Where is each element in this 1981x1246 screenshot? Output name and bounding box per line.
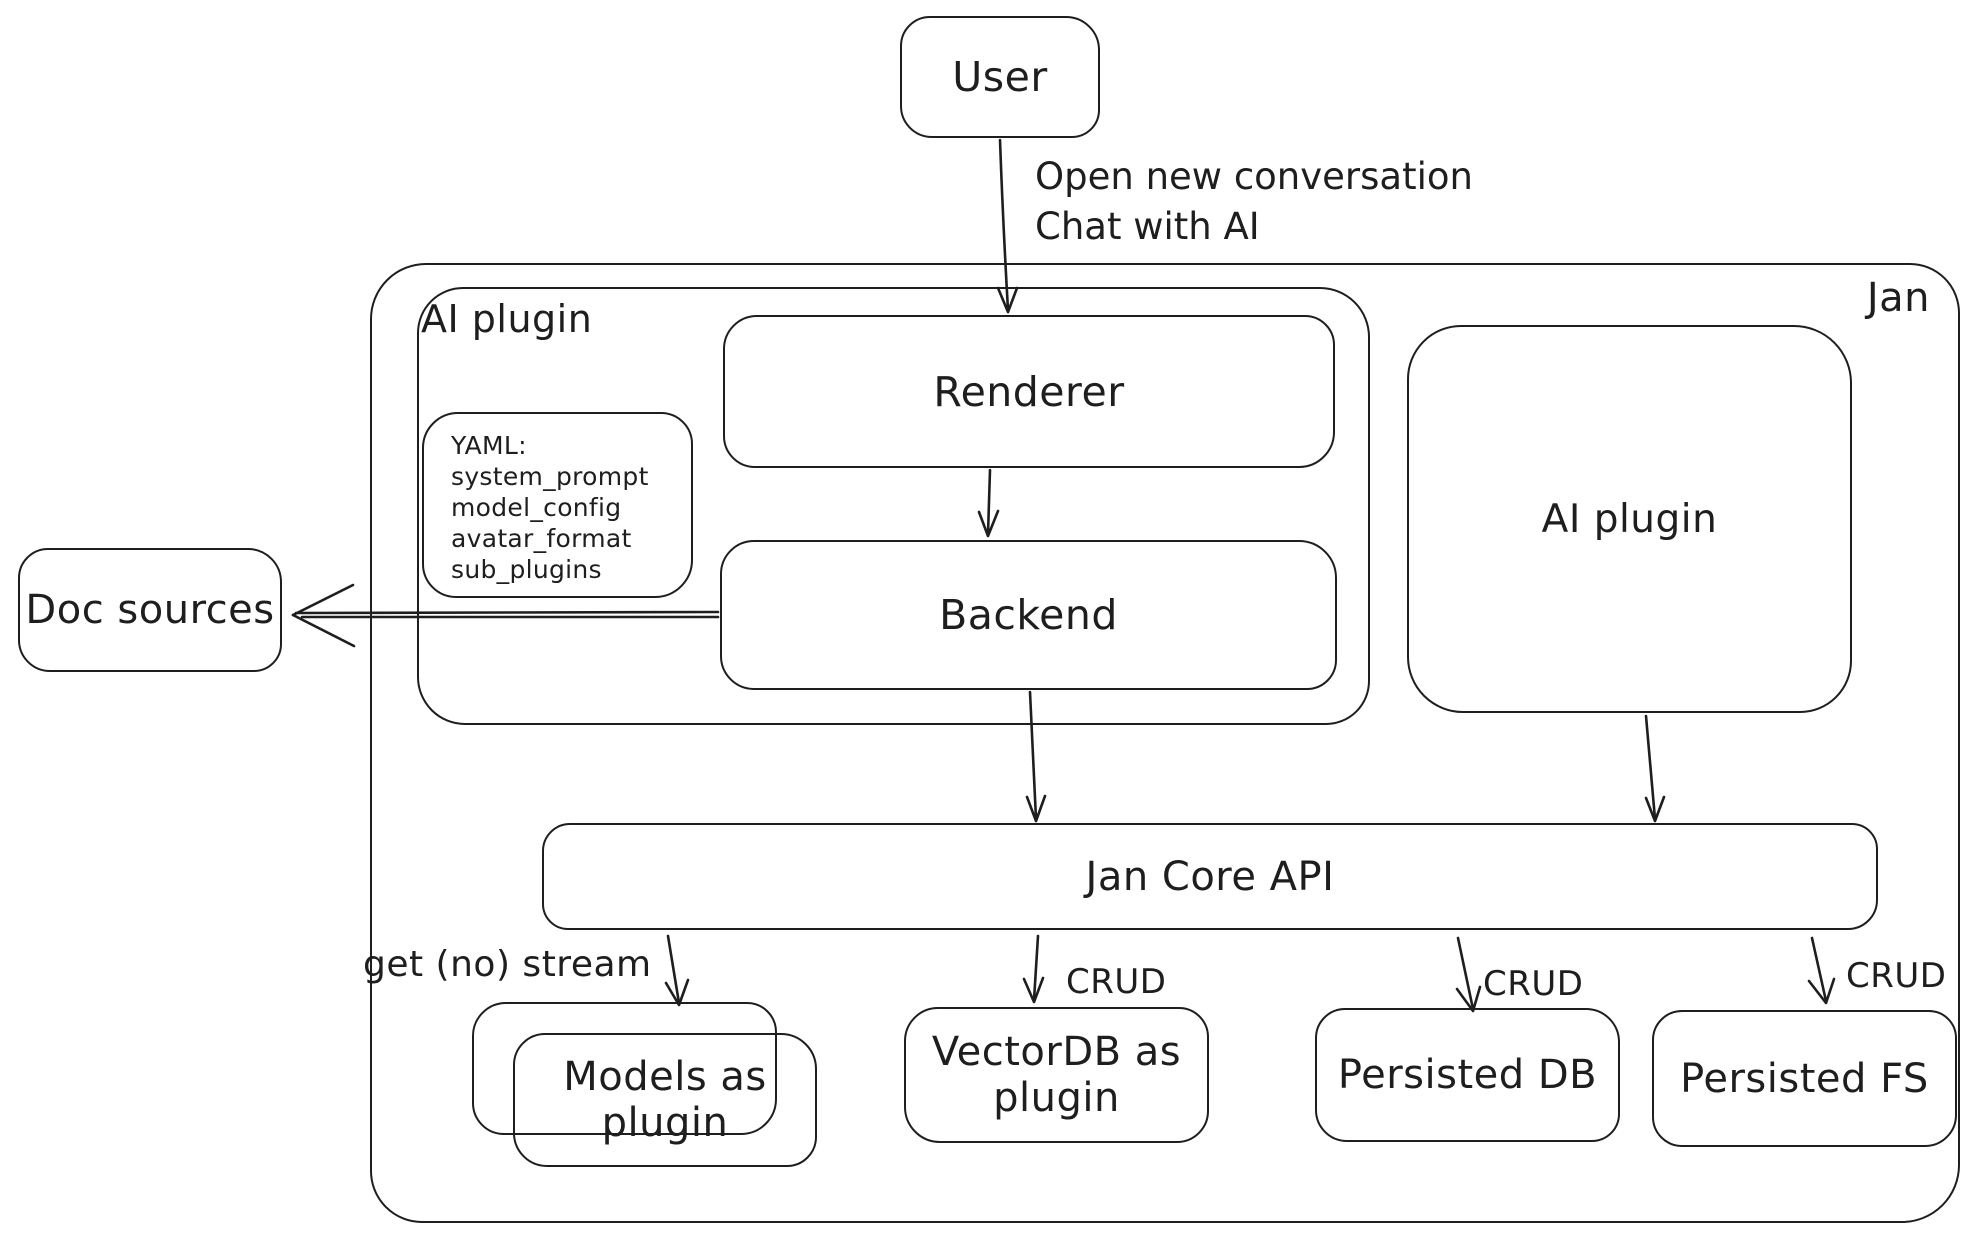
node-user-label: User <box>952 53 1048 101</box>
yaml-note-item: model_config <box>451 493 622 522</box>
node-backend-label: Backend <box>939 591 1118 639</box>
yaml-note-item: sub_plugins <box>451 555 602 584</box>
edge-label-chat-with-ai: Chat with AI <box>1035 205 1260 248</box>
edge-user-renderer-label: Open new conversation Chat with AI <box>1035 152 1473 252</box>
ai-plugin-group-label: AI plugin <box>421 297 593 341</box>
node-vectordb-as-plugin: VectorDB as plugin <box>904 1007 1209 1143</box>
node-jan-core-api-label: Jan Core API <box>1085 853 1335 900</box>
node-persisted-fs-label: Persisted FS <box>1680 1055 1929 1102</box>
node-user: User <box>900 16 1100 138</box>
node-persisted-fs: Persisted FS <box>1652 1010 1957 1147</box>
node-ai-plugin-box-label: AI plugin <box>1541 496 1718 542</box>
node-jan-container: Jan <box>370 263 1960 1223</box>
node-renderer-label: Renderer <box>933 367 1125 416</box>
node-models-as-plugin-back <box>472 1002 777 1135</box>
edge-core-models-label: get (no) stream <box>363 944 652 985</box>
yaml-note-item: system_prompt <box>451 462 649 491</box>
node-ai-plugin-box: AI plugin <box>1407 325 1852 713</box>
node-doc-sources: Doc sources <box>18 548 282 672</box>
node-persisted-db-label: Persisted DB <box>1337 1052 1598 1098</box>
node-doc-sources-label: Doc sources <box>25 587 275 633</box>
jan-container-label: Jan <box>1866 275 1930 321</box>
node-backend: Backend <box>720 540 1337 690</box>
edge-core-vectordb-label: CRUD <box>1066 962 1167 1002</box>
node-models-as-plugin: Models as plugin <box>513 1033 817 1167</box>
yaml-note-item: avatar_format <box>451 524 632 553</box>
edge-label-open-conversation: Open new conversation <box>1035 155 1473 198</box>
node-jan-core-api: Jan Core API <box>542 823 1878 930</box>
yaml-note-title: YAML: <box>451 431 527 460</box>
node-renderer: Renderer <box>723 315 1335 468</box>
node-persisted-db: Persisted DB <box>1315 1008 1620 1142</box>
node-models-as-plugin-label: Models as plugin <box>563 1054 767 1146</box>
node-yaml-note: YAML: system_prompt model_config avatar_… <box>422 412 693 598</box>
edge-core-persisted-db-label: CRUD <box>1483 964 1584 1004</box>
node-vectordb-as-plugin-label: VectorDB as plugin <box>931 1029 1182 1121</box>
node-ai-plugin-group: AI plugin <box>417 287 1370 725</box>
edge-core-persisted-fs-label: CRUD <box>1846 956 1947 996</box>
